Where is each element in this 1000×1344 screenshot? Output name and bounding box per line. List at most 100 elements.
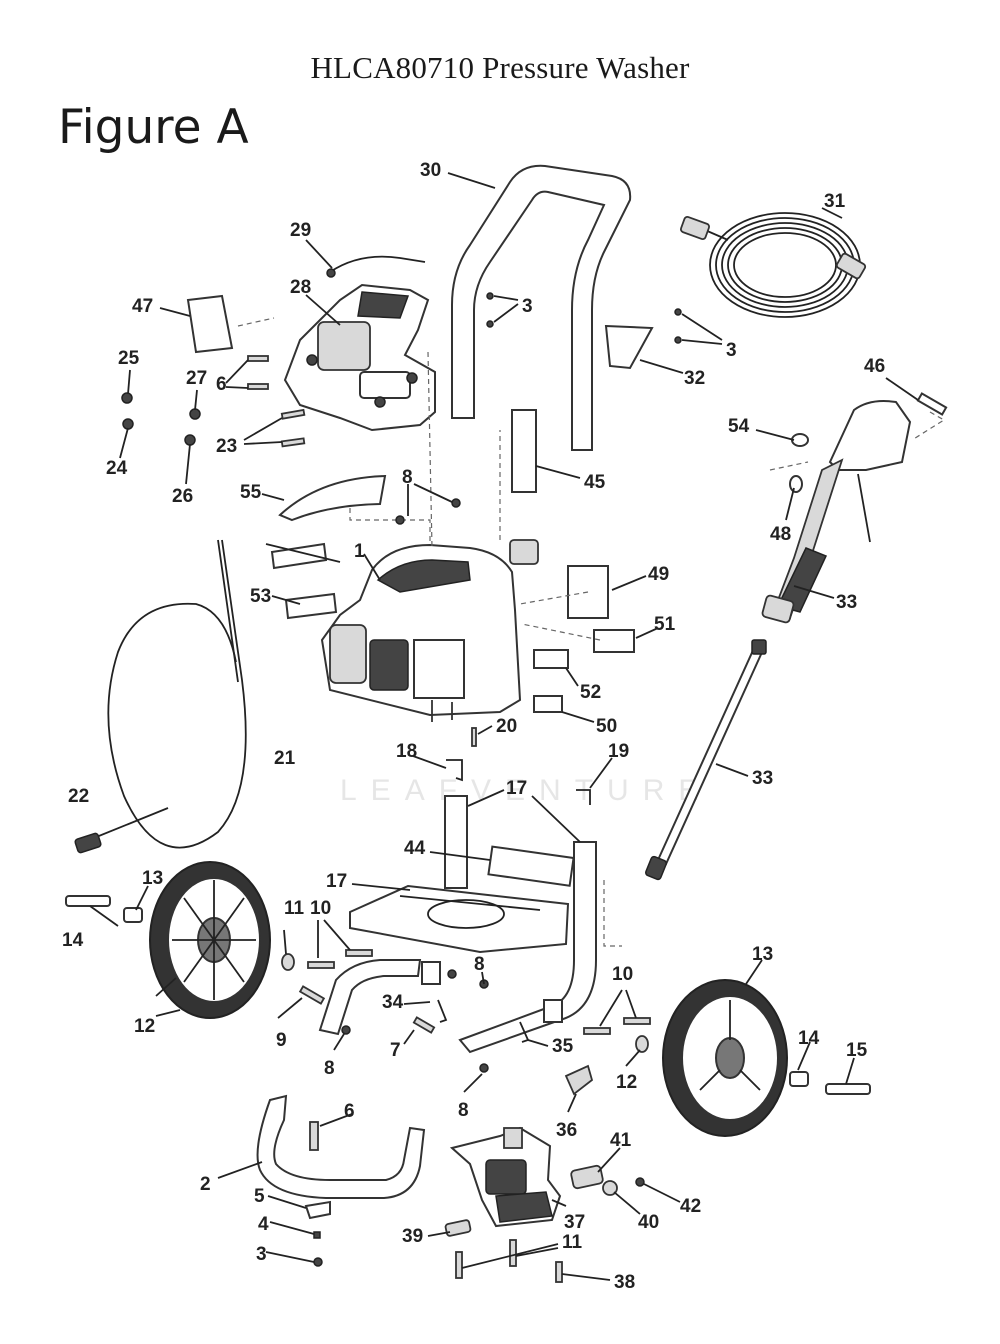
part-40 (635, 1177, 645, 1187)
callout-48: 51 (654, 614, 676, 635)
callout-32: 33 (752, 768, 773, 789)
part-decal-55 (270, 542, 328, 570)
callout-33-right: 35 (552, 1036, 574, 1057)
part-spray-wand (644, 639, 767, 881)
callout-34: 36 (556, 1120, 577, 1141)
callout-4: 4 (258, 1214, 269, 1235)
part-decal-48 (593, 629, 635, 653)
part-39 (570, 1164, 604, 1190)
callout-3-foot: 3 (256, 1244, 267, 1265)
callout-23: 25 (118, 348, 140, 369)
callout-28: 30 (420, 160, 441, 181)
callout-30: 32 (684, 368, 705, 389)
part-pin-17 (446, 759, 463, 782)
callout-49: 52 (580, 682, 601, 703)
callout-16: 17 (506, 778, 527, 799)
callout-8-engine: 8 (402, 467, 413, 488)
callout-12-left: 12 (134, 1016, 155, 1037)
callout-12-right: 13 (752, 944, 773, 965)
part-38 (602, 1180, 618, 1196)
hardware-frame (281, 949, 651, 1073)
hardware-pump-bolts (455, 1239, 563, 1283)
part-37 (444, 1219, 472, 1237)
callout-29: 31 (824, 191, 846, 212)
part-decal-49 (533, 649, 569, 669)
callout-39: 41 (610, 1130, 632, 1151)
document-title: HLCA80710 Pressure Washer (310, 50, 690, 85)
callout-35: 37 (564, 1212, 585, 1233)
callout-20: 22 (68, 786, 89, 807)
part-decal-52 (278, 474, 387, 522)
part-axle-right (825, 1083, 871, 1095)
part-detergent-tube (74, 539, 247, 854)
callout-40: 42 (680, 1196, 701, 1217)
part-control-bracket (283, 283, 436, 432)
callout-21: 23 (216, 436, 237, 457)
part-34 (564, 1064, 594, 1096)
part-pin-17b (576, 789, 591, 805)
part-decal-42 (511, 409, 537, 493)
callout-8-bottom: 8 (458, 1100, 469, 1121)
part-nut-8 (395, 515, 405, 525)
callout-38: 40 (638, 1212, 659, 1233)
callout-52: 55 (240, 482, 262, 503)
callout-3-hook: 3 (726, 340, 737, 361)
callout-31: 33 (836, 592, 857, 613)
callout-47: 50 (596, 716, 617, 737)
callout-1: 1 (354, 541, 365, 562)
callout-labels: 30 31 29 28 47 3 3 32 25 27 6 23 24 26 4… (62, 160, 885, 1293)
callout-37: 39 (402, 1226, 423, 1247)
watermark: LEAFVENTURE (340, 774, 712, 807)
callout-6-upper: 6 (216, 374, 227, 395)
callout-10-pump: 11 (562, 1232, 583, 1253)
callout-41: 44 (404, 838, 426, 859)
part-axle-left (65, 895, 111, 907)
callout-11-right: 12 (616, 1072, 637, 1093)
part-decal-47 (533, 695, 563, 713)
callout-8-left: 8 (324, 1058, 335, 1079)
part-wheel-left (149, 861, 271, 1019)
callout-8-frame: 8 (474, 954, 485, 975)
part-spray-gun (761, 392, 948, 624)
callout-46: 49 (648, 564, 669, 585)
callout-25: 27 (186, 368, 207, 389)
part-cable-tie (329, 255, 426, 273)
callout-42: 45 (584, 472, 606, 493)
part-spacer-left (123, 907, 143, 923)
callout-18: 20 (496, 716, 517, 737)
callout-13-left: 13 (142, 868, 163, 889)
part-key-18 (471, 727, 477, 747)
part-spacer-right (789, 1071, 809, 1087)
callout-24: 26 (172, 486, 193, 507)
part-high-pressure-hose (679, 212, 867, 318)
callout-22: 24 (106, 458, 128, 479)
callout-50: 53 (250, 586, 271, 607)
callout-45: 48 (770, 524, 791, 545)
figure-label: Figure A (58, 100, 249, 155)
part-base-plate (349, 884, 570, 954)
callout-44: 47 (132, 296, 153, 317)
callout-10-right: 10 (612, 964, 633, 985)
callout-36: 38 (614, 1272, 635, 1293)
part-engine (320, 539, 539, 722)
leader-lines (89, 172, 919, 1281)
part-foot-frame (256, 1094, 426, 1267)
callout-11-left: 11 (284, 898, 305, 919)
part-handle (451, 164, 632, 451)
hardware-bolts-left (121, 292, 682, 448)
callout-3-handle: 3 (522, 296, 533, 317)
callout-14-left: 14 (62, 930, 84, 951)
callout-27: 29 (290, 220, 311, 241)
part-hose-hook (604, 324, 654, 370)
part-frame-lower (318, 959, 422, 1036)
callout-19: 21 (274, 748, 296, 769)
callout-14-right: 15 (846, 1040, 868, 1061)
callout-17-right: 19 (608, 741, 629, 762)
callout-51: 54 (728, 416, 750, 437)
part-decal-50 (284, 592, 338, 620)
callout-15: 17 (326, 871, 347, 892)
callout-9: 9 (276, 1030, 287, 1051)
callout-5: 5 (254, 1186, 265, 1207)
callout-13-right: 14 (798, 1028, 820, 1049)
